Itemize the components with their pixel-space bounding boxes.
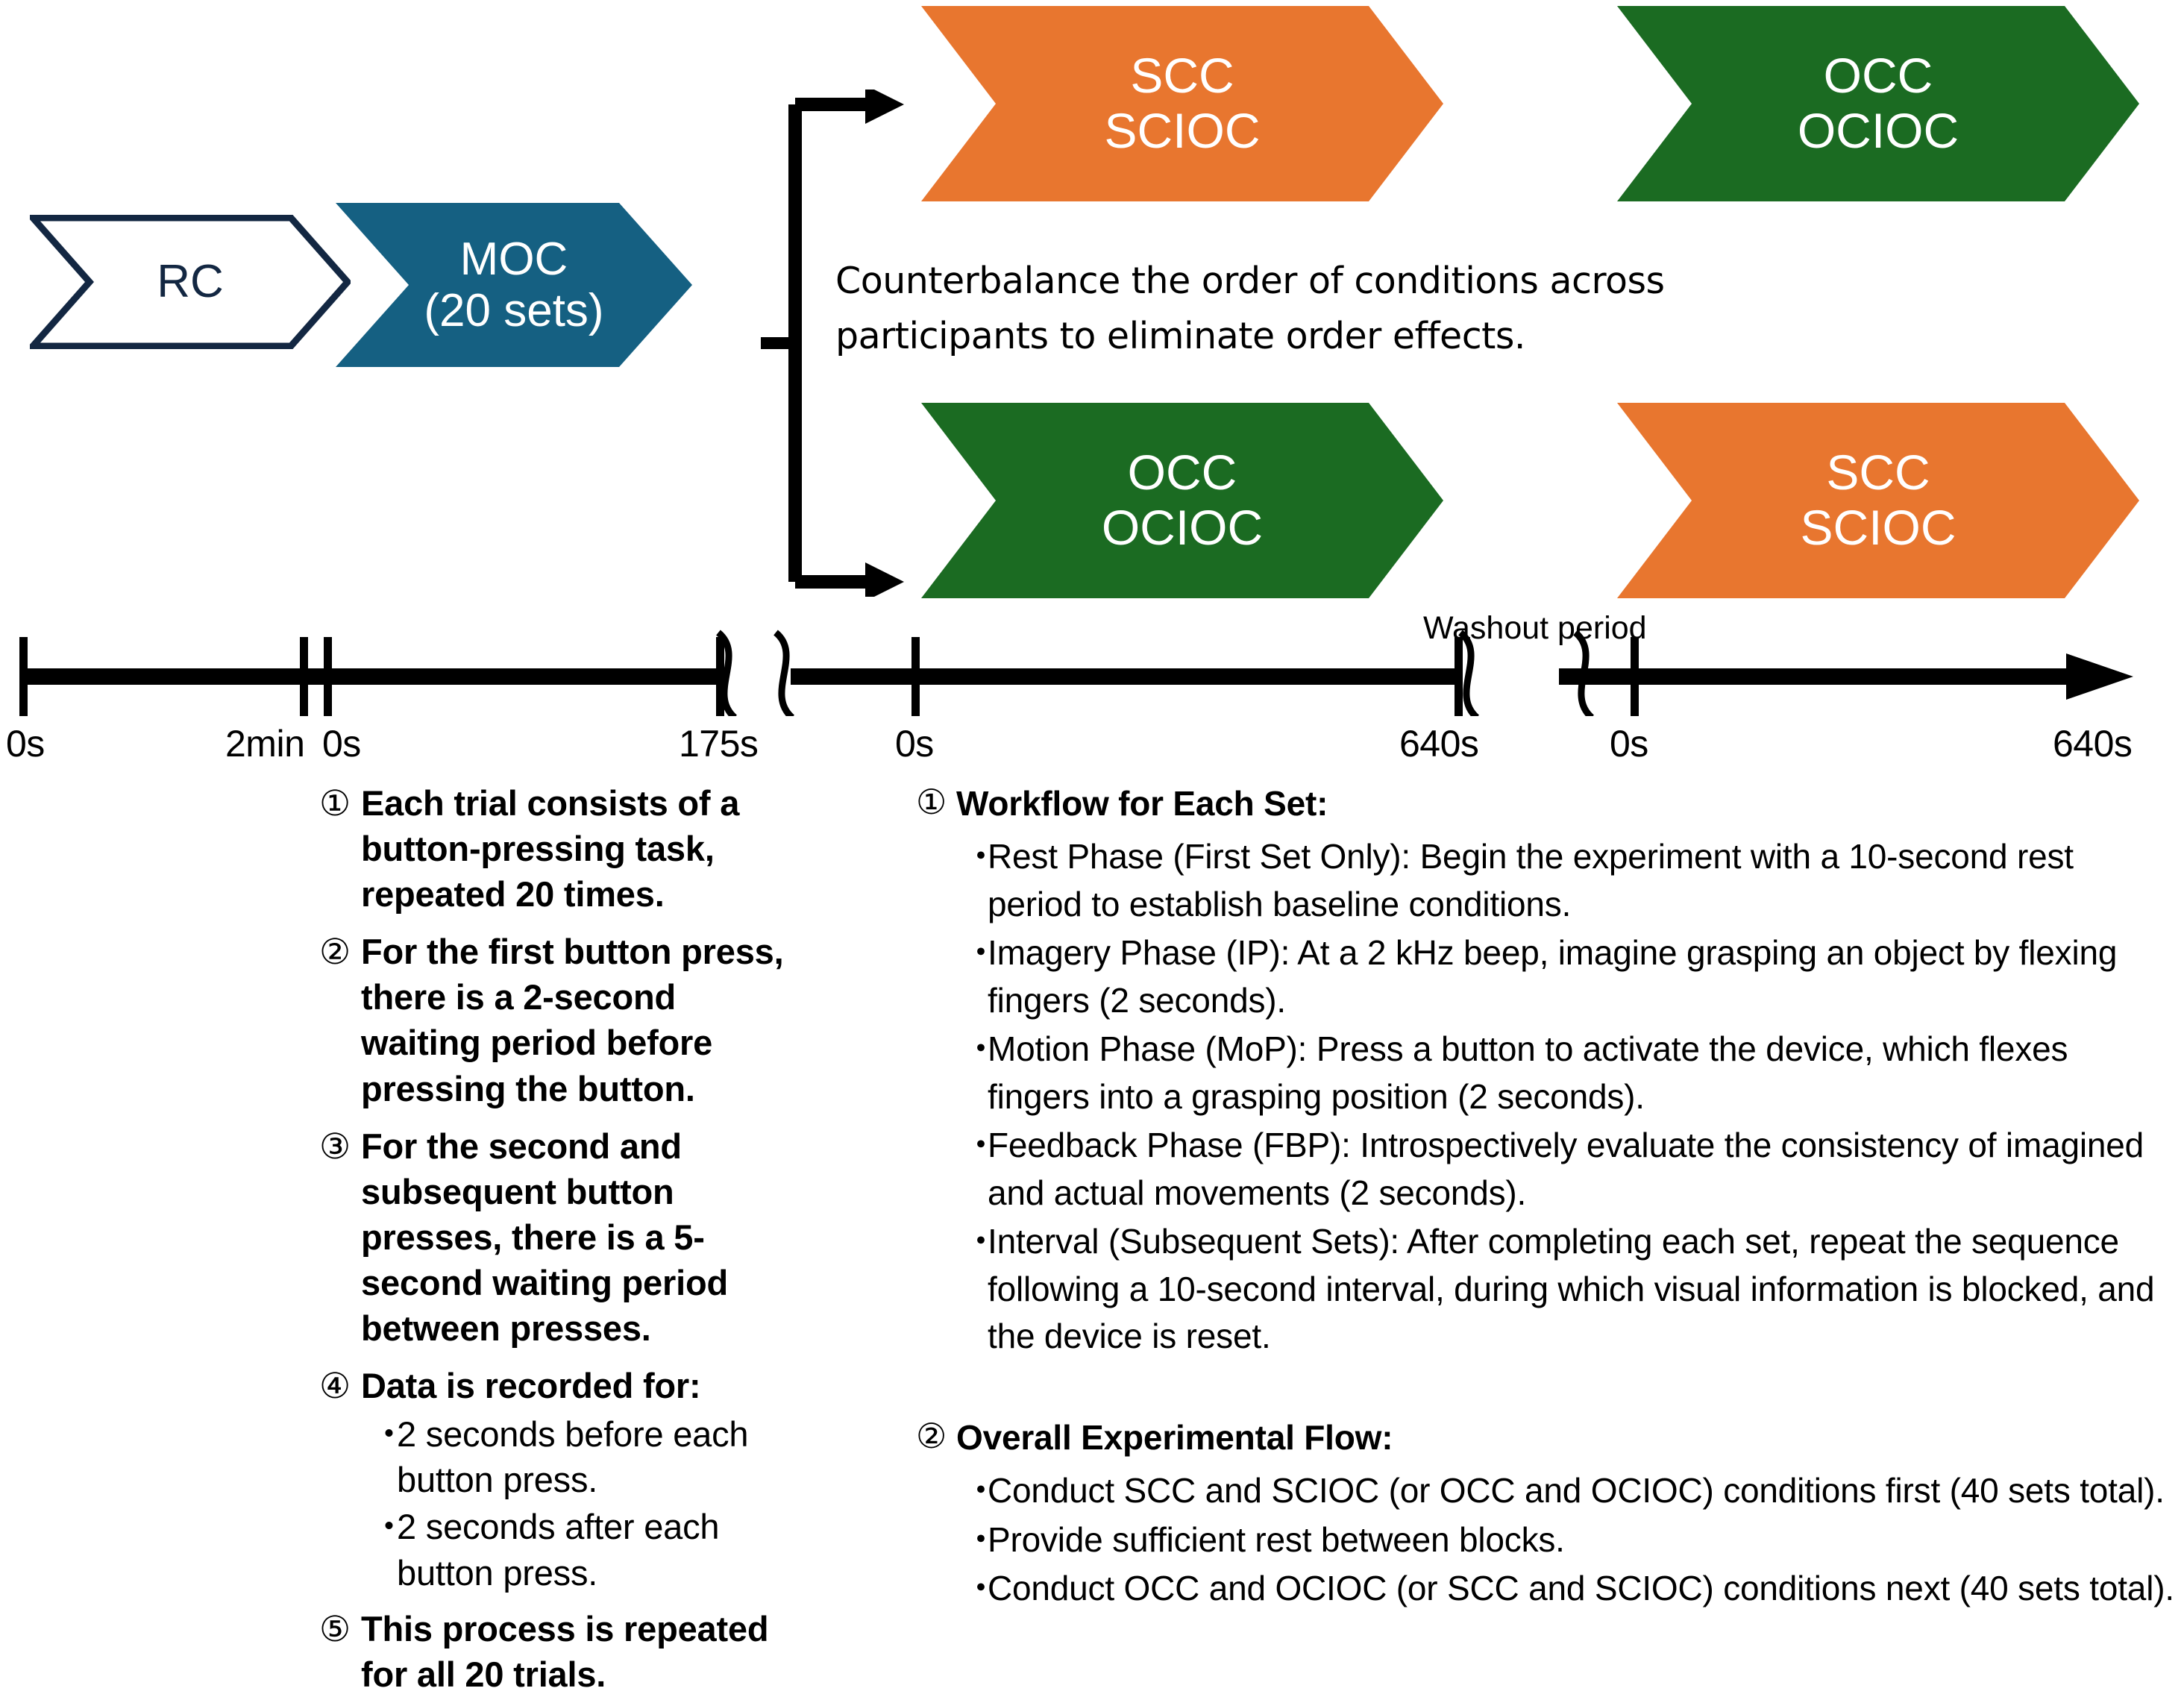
sub-list-text: Conduct OCC and OCIOC (or SCC and SCIOC)…	[988, 1569, 2174, 1608]
bullet-icon: ・	[964, 837, 998, 876]
chevron-shape-green	[921, 403, 1443, 598]
timeline-label-175s: 175s	[679, 723, 759, 765]
stage-chevron-moc: MOC (20 sets)	[336, 203, 692, 367]
list-number: ③	[319, 1126, 351, 1166]
list-heading: Overall Experimental Flow:	[956, 1417, 1393, 1457]
counterbalance-note: Counterbalance the order of conditions a…	[835, 254, 1805, 363]
sub-list-text: Provide sufficient rest between blocks.	[988, 1519, 1565, 1559]
chevron-label-line2: OCIOC	[1797, 103, 1959, 158]
sub-list-text: Feedback Phase (FBP): Introspectively ev…	[988, 1126, 2144, 1212]
counterbalance-note-line1: Counterbalance the order of conditions a…	[835, 260, 1665, 302]
chevron-label-line1: RC	[157, 256, 224, 308]
sub-list-item: ・ Rest Phase (First Set Only): Begin the…	[964, 833, 2177, 928]
list-text: For the first button press, there is a 2…	[361, 932, 784, 1108]
tick-175s	[716, 637, 724, 716]
sub-list-text: Imagery Phase (IP): At a 2 kHz beep, ima…	[988, 933, 2118, 1020]
timeline-label-0s-c: 0s	[895, 723, 934, 765]
list-item: ① Workflow for Each Set:	[916, 780, 2177, 827]
stage-chevron-occ-ocioc-top: OCC OCIOC	[1617, 6, 2139, 201]
bullet-icon: ・	[964, 1126, 998, 1165]
sub-list-item: ・ Conduct OCC and OCIOC (or SCC and SCIO…	[964, 1565, 2177, 1612]
stage-chevron-rc: RC	[30, 215, 351, 349]
left-notes-column: ① Each trial consists of a button-pressi…	[319, 780, 804, 1697]
stage-chevron-scc-scioc-bottom: SCC SCIOC	[1617, 403, 2139, 598]
diagram-canvas: RC MOC (20 sets) SCC SCIOC OCC OCIOC Cou…	[6, 6, 2174, 1694]
chevron-label-line2: SCIOC	[1800, 500, 1957, 555]
chevron-label-line1: OCC	[1127, 445, 1237, 501]
bullet-icon: ・	[371, 1414, 407, 1455]
sub-list-text: 2 seconds after each button press.	[397, 1507, 720, 1593]
tick-0s-d	[1631, 637, 1639, 716]
list-number: ①	[916, 782, 947, 821]
bullet-icon: ・	[964, 1519, 998, 1559]
list-text: Each trial consists of a button-pressing…	[361, 783, 740, 915]
branch-connector-icon	[761, 90, 904, 597]
list-item: ④ Data is recorded for:	[319, 1363, 804, 1408]
chevron-label-line1: SCC	[1130, 48, 1234, 104]
list-item: ② Overall Experimental Flow:	[916, 1414, 2177, 1461]
sub-list-item: ・ 2 seconds after each button press.	[371, 1504, 804, 1595]
sub-list-text: Conduct SCC and SCIOC (or OCC and OCIOC)…	[988, 1471, 2165, 1511]
list-item: ③ For the second and subsequent button p…	[319, 1123, 804, 1351]
chevron-label-line2: (20 sets)	[424, 285, 604, 336]
chevron-shape-green	[1617, 6, 2139, 201]
list-item: ② For the first button press, there is a…	[319, 929, 804, 1111]
list-item: ① Each trial consists of a button-pressi…	[319, 780, 804, 917]
sub-list-item: ・ Motion Phase (MoP): Press a button to …	[964, 1026, 2177, 1120]
tick-0s-b	[324, 637, 332, 716]
timeline-label-2min: 2min	[225, 723, 305, 765]
bullet-icon: ・	[964, 1029, 998, 1069]
tick-0s-c	[911, 637, 920, 716]
list-number: ②	[916, 1416, 947, 1455]
sub-list-item: ・ Feedback Phase (FBP): Introspectively …	[964, 1122, 2177, 1217]
stage-chevron-occ-ocioc-bottom: OCC OCIOC	[921, 403, 1443, 598]
timeline-label-0s: 0s	[6, 723, 45, 765]
sub-list-text: 2 seconds before each button press.	[397, 1414, 749, 1500]
list-number: ④	[319, 1366, 351, 1406]
sub-list-text: Rest Phase (First Set Only): Begin the e…	[988, 837, 2074, 923]
sub-list-text: Motion Phase (MoP): Press a button to ac…	[988, 1029, 2068, 1116]
tick-0s	[19, 637, 28, 716]
bullet-icon: ・	[964, 1569, 998, 1608]
list-heading: Workflow for Each Set:	[956, 784, 1328, 823]
list-number: ⑤	[319, 1608, 351, 1649]
list-text: Data is recorded for:	[361, 1366, 701, 1406]
ellipsis-icon	[797, 668, 915, 685]
chevron-shape-moc	[336, 203, 692, 367]
list-item: ⑤ This process is repeated for all 20 tr…	[319, 1606, 804, 1697]
chevron-label-line1: MOC	[459, 233, 568, 285]
bullet-icon: ・	[964, 933, 998, 973]
sub-list-item: ・ Provide sufficient rest between blocks…	[964, 1516, 2177, 1563]
stage-chevron-scc-scioc-top: SCC SCIOC	[921, 6, 1443, 201]
chevron-shape-outline	[30, 215, 351, 349]
chevron-shape-orange	[921, 6, 1443, 201]
counterbalance-note-line2: participants to eliminate order effects.	[835, 314, 1525, 357]
chevron-shape-orange	[1617, 403, 2139, 598]
chevron-label-line2: SCIOC	[1104, 103, 1261, 158]
list-number: ②	[319, 932, 351, 972]
list-text: This process is repeated for all 20 tria…	[361, 1608, 769, 1694]
chevron-label-line1: OCC	[1823, 48, 1933, 104]
timeline-label-0s-b: 0s	[322, 723, 361, 765]
timeline-axis	[19, 630, 2133, 716]
list-text: For the second and subsequent button pre…	[361, 1126, 728, 1349]
chevron-label-line1: SCC	[1826, 445, 1930, 501]
right-notes-column: ① Workflow for Each Set: ・ Rest Phase (F…	[916, 780, 2177, 1613]
sub-list-item: ・ Imagery Phase (IP): At a 2 kHz beep, i…	[964, 929, 2177, 1024]
timeline-label-640s-b: 640s	[2053, 723, 2133, 765]
sub-list-text: Interval (Subsequent Sets): After comple…	[988, 1222, 2155, 1356]
bullet-icon: ・	[964, 1222, 998, 1261]
sub-list-item: ・ Interval (Subsequent Sets): After comp…	[964, 1218, 2177, 1360]
chevron-label-line2: OCIOC	[1101, 500, 1264, 555]
bullet-icon: ・	[964, 1471, 998, 1511]
bullet-icon: ・	[371, 1507, 407, 1547]
timeline-label-640s: 640s	[1399, 723, 1479, 765]
sub-list-item: ・ 2 seconds before each button press.	[371, 1411, 804, 1502]
tick-2min	[300, 637, 308, 716]
timeline-label-0s-d: 0s	[1610, 723, 1648, 765]
tick-640s	[1455, 637, 1463, 716]
sub-list-item: ・ Conduct SCC and SCIOC (or OCC and OCIO…	[964, 1467, 2177, 1514]
axis-break-icon	[715, 630, 1595, 716]
list-number: ①	[319, 783, 351, 823]
